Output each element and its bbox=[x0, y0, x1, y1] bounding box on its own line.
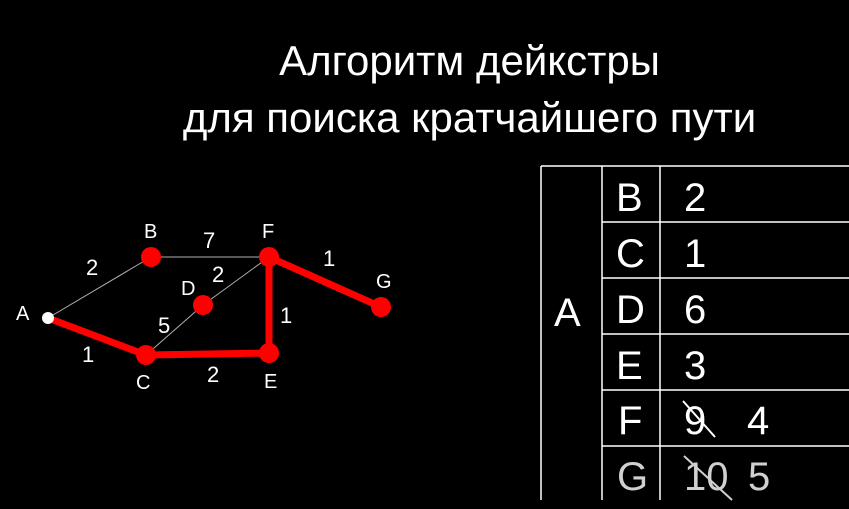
row-b-node: B bbox=[616, 176, 643, 220]
row-g-strikethrough bbox=[683, 455, 733, 501]
title-line-2: для поиска кратчайшего пути bbox=[182, 94, 757, 141]
row-c-node: C bbox=[616, 232, 645, 276]
node-label-d: D bbox=[181, 278, 195, 300]
row-d-node: D bbox=[616, 288, 645, 332]
row-e-node: E bbox=[616, 344, 643, 388]
edge-a-c bbox=[44, 314, 150, 359]
row-g-node: G bbox=[617, 455, 648, 499]
weight-d-f: 2 bbox=[212, 262, 224, 287]
weight-e-f: 1 bbox=[280, 303, 292, 328]
weight-c-e: 2 bbox=[207, 362, 219, 387]
distance-table bbox=[540, 165, 849, 500]
row-f-node: F bbox=[618, 399, 642, 443]
table-source: A bbox=[554, 291, 581, 335]
node-b bbox=[141, 247, 161, 267]
edge-f-g bbox=[265, 253, 385, 311]
node-label-b: B bbox=[144, 221, 157, 243]
node-a bbox=[42, 312, 54, 324]
node-label-c: C bbox=[136, 372, 150, 394]
weight-c-d: 5 bbox=[158, 313, 170, 338]
node-d bbox=[193, 295, 213, 315]
node-label-g: G bbox=[376, 271, 392, 293]
node-e bbox=[259, 343, 279, 363]
edge-a-b bbox=[47, 256, 152, 319]
row-d-value: 6 bbox=[684, 288, 706, 332]
row-e-value: 3 bbox=[684, 344, 706, 388]
weight-b-f: 7 bbox=[203, 228, 215, 253]
node-label-f: F bbox=[262, 221, 274, 243]
edge-d-f bbox=[202, 256, 270, 306]
node-f bbox=[259, 247, 279, 267]
weight-a-b: 2 bbox=[86, 255, 98, 280]
node-label-a: A bbox=[16, 303, 30, 325]
row-c-value: 1 bbox=[684, 232, 706, 276]
row-f-value: 4 bbox=[747, 399, 769, 443]
row-f-old-value: 9 bbox=[684, 399, 706, 443]
weight-a-c: 1 bbox=[82, 342, 94, 367]
weight-f-g: 1 bbox=[323, 246, 335, 271]
node-c bbox=[136, 345, 156, 365]
title-line-1: Алгоритм дейкстры bbox=[279, 37, 660, 84]
edge-c-e bbox=[142, 349, 273, 359]
row-f-strikethrough bbox=[682, 400, 716, 438]
row-b-value: 2 bbox=[684, 176, 706, 220]
edge-c-d bbox=[145, 304, 204, 356]
node-label-e: E bbox=[264, 371, 277, 393]
row-g-value: 5 bbox=[748, 455, 770, 499]
node-g bbox=[371, 297, 391, 317]
